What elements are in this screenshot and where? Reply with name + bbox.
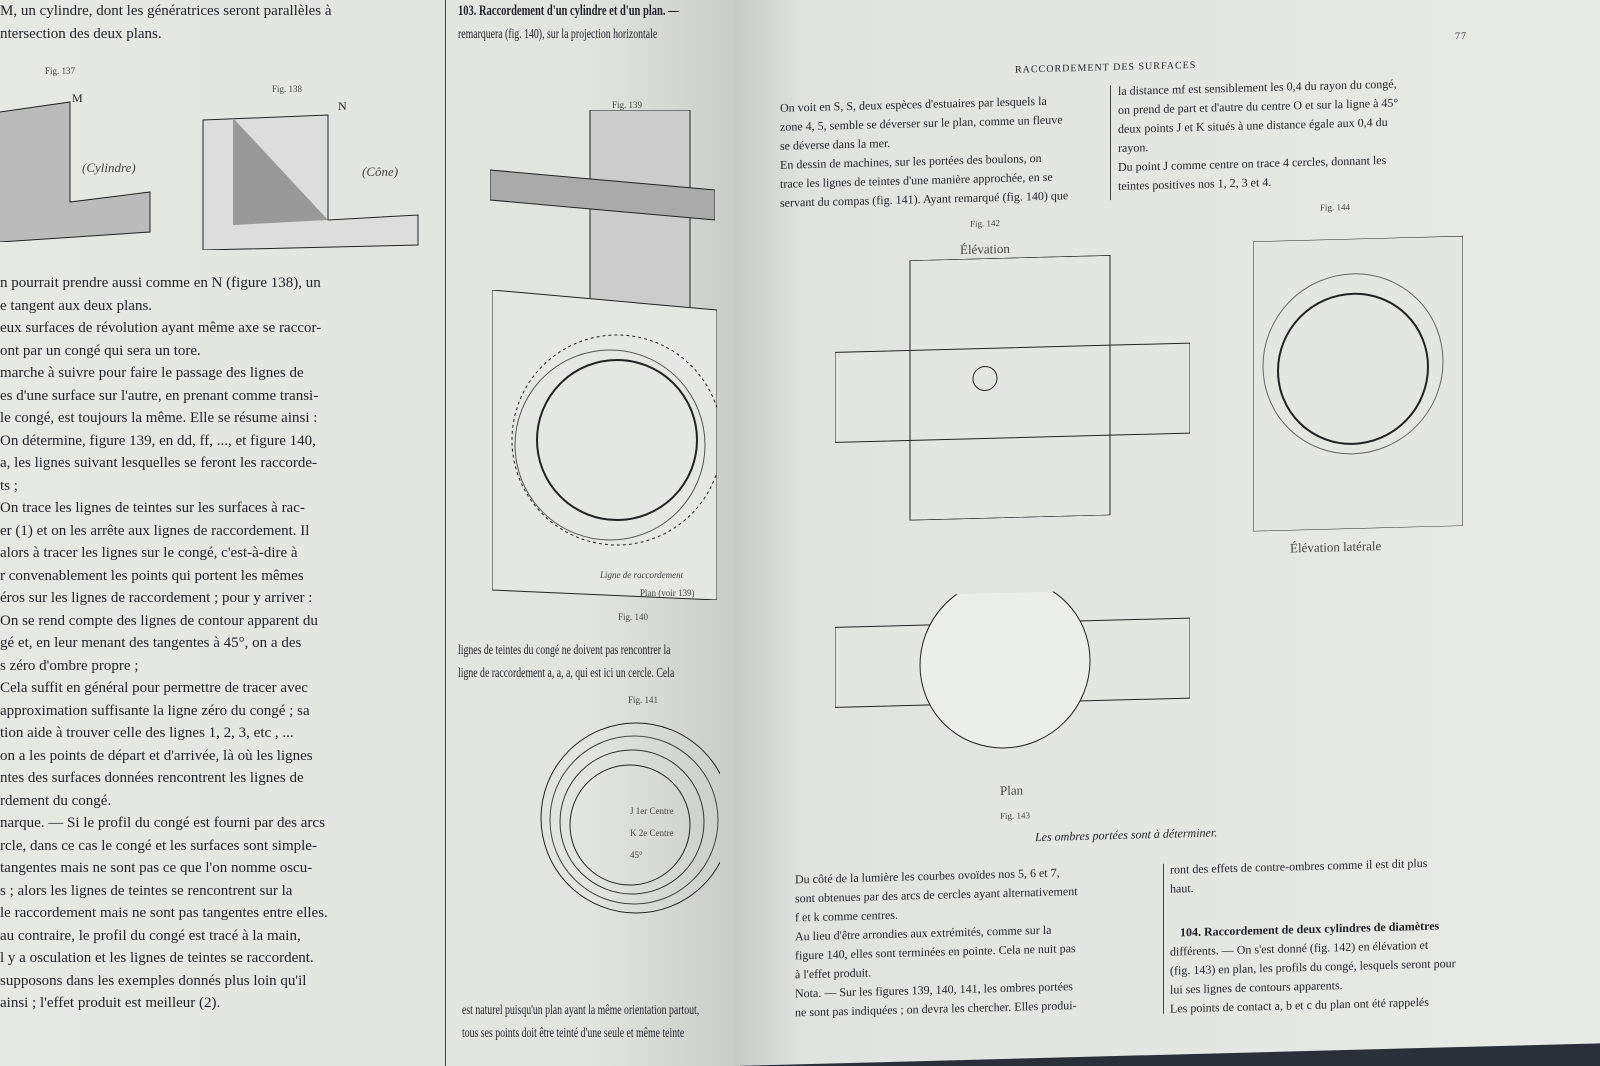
text-line: le congé, est toujours la même. Elle se … bbox=[0, 410, 318, 426]
fig-137-drawing: M bbox=[0, 92, 151, 242]
fig-141-label: Fig. 141 bbox=[628, 695, 659, 705]
text-line: on a les points de départ et d'arrivée, … bbox=[0, 747, 313, 764]
top-right-text: la distance mf est sensiblement les 0,4 … bbox=[1118, 73, 1478, 196]
fig-141-drawing bbox=[540, 722, 720, 914]
fig-140-label: Fig. 140 bbox=[618, 612, 649, 622]
text-line: Cela suffit en général pour permettre de… bbox=[0, 680, 308, 696]
fig-137-label: Fig. 137 bbox=[45, 66, 76, 76]
col2-bottom: est naturel puisqu'un plan ayant la même… bbox=[462, 1000, 699, 1045]
fig-137-text: (Cylindre) bbox=[82, 160, 136, 175]
text-line: alors à tracer les lignes sur le congé, … bbox=[0, 545, 298, 561]
text-line: l y a osculation et les lignes de teinte… bbox=[0, 950, 314, 966]
section-103-heading: 103. Raccordement d'un cylindre et d'un … bbox=[458, 3, 679, 19]
text-line: tion aide à trouver celle des lignes 1, … bbox=[0, 725, 294, 741]
fig-138-text: (Cône) bbox=[362, 164, 399, 179]
text-line: ont par un congé qui sera un tore. bbox=[0, 342, 201, 359]
svg-text:M: M bbox=[72, 92, 83, 105]
fig-138-drawing: N bbox=[202, 100, 419, 250]
fig-144-drawing bbox=[1253, 235, 1463, 532]
text-line: tangentes mais ne sont pas ce que l'on n… bbox=[0, 860, 313, 876]
elevation-laterale-label: Élévation latérale bbox=[1290, 538, 1382, 556]
text-line: eux surfaces de révolution ayant même ax… bbox=[0, 320, 322, 336]
text-line: est naturel puisqu'un plan ayant la même… bbox=[462, 1003, 700, 1018]
text-line: es d'une surface sur l'autre, en prenant… bbox=[0, 387, 319, 404]
text-line: marche à suivre pour faire le passage de… bbox=[0, 365, 304, 381]
text-line: tous ses points doit être teinté d'une s… bbox=[462, 1025, 685, 1041]
left-body-text: n pourrait prendre aussi comme en N (fig… bbox=[0, 272, 440, 1015]
text-line: s zéro d'ombre propre ; bbox=[0, 657, 139, 674]
bottom-right-top: ront des effets de contre-ombres comme i… bbox=[1170, 850, 1580, 899]
fig-141-annotations: J 1er Centre K 2e Centre 45° bbox=[630, 800, 673, 866]
text-line: ts ; bbox=[0, 477, 18, 494]
text-line: er (1) et on les arrête aux lignes de ra… bbox=[0, 522, 310, 539]
fig-139-label: Fig. 139 bbox=[612, 100, 643, 110]
svg-text:N: N bbox=[338, 100, 347, 113]
text-line: ntersection des deux plans. bbox=[0, 25, 162, 42]
text-line: rcle, dans ce cas le congé et les surfac… bbox=[0, 837, 317, 854]
fig-143-drawing bbox=[835, 588, 1190, 749]
text-line: au contraire, le profil du congé est tra… bbox=[0, 927, 301, 944]
text-line: n pourrait prendre aussi comme en N (fig… bbox=[0, 275, 321, 291]
text-line: J 1er Centre bbox=[630, 806, 674, 816]
elevation-label: Élévation bbox=[960, 240, 1010, 258]
text-line: K 2e Centre bbox=[630, 828, 674, 838]
fig-140-plan: Plan (voir 139) bbox=[640, 588, 695, 598]
fig-138-label: Fig. 138 bbox=[272, 84, 303, 94]
text-line: remarquera (fig. 140), sur la projection… bbox=[458, 27, 658, 42]
text-line: approximation suffisante la ligne zéro d… bbox=[0, 702, 310, 719]
text-line: On détermine, figure 139, en dd, ff, ...… bbox=[0, 432, 316, 449]
text-line: 45° bbox=[630, 850, 643, 860]
top-left-text: On voit en S, S, deux espèces d'estuaire… bbox=[780, 90, 1105, 213]
fig-140-caption: Ligne de raccordement bbox=[600, 570, 684, 580]
fig-144-label: Fig. 144 bbox=[1320, 201, 1351, 213]
text-line: lignes de teintes du congé ne doivent pa… bbox=[458, 643, 671, 658]
col2-intro: remarquera (fig. 140), sur la projection… bbox=[458, 24, 657, 47]
text-line: On trace les lignes de teintes sur les s… bbox=[0, 500, 305, 516]
running-head: RACCORDEMENT DES SURFACES bbox=[1015, 59, 1197, 76]
right-page: RACCORDEMENT DES SURFACES 77 On voit en … bbox=[735, 0, 1600, 1066]
fig-142-label: Fig. 142 bbox=[970, 218, 1001, 229]
text-line: le raccordement mais ne sont pas tangent… bbox=[0, 905, 328, 921]
plan-label: Plan bbox=[1000, 782, 1024, 799]
text-line: r convenablement les points qui portent … bbox=[0, 567, 304, 584]
text-line: On se rend compte des lignes de contour … bbox=[0, 612, 318, 629]
text-line: ainsi ; l'effet produit est meilleur (2)… bbox=[0, 995, 221, 1011]
text-line: supposons dans les exemples donnés plus … bbox=[0, 972, 307, 989]
text-line: ligne de raccordement a, a, a, qui est i… bbox=[458, 665, 675, 681]
text-line: gé et, en leur menant des tangentes à 45… bbox=[0, 635, 302, 651]
fig-139-drawing bbox=[490, 110, 715, 310]
fig-140-drawing bbox=[492, 290, 717, 600]
fig-142-drawing bbox=[835, 254, 1190, 521]
figure-caption: Les ombres portées sont à déterminer. bbox=[1035, 825, 1218, 845]
text-line: ntes des surfaces données rencontrent le… bbox=[0, 770, 304, 786]
fig-143-label: Fig. 143 bbox=[1000, 810, 1031, 822]
text-line: s ; alors les lignes de teintes se renco… bbox=[0, 882, 293, 899]
left-page: M, un cylindre, dont les génératrices se… bbox=[0, 0, 740, 1066]
left-top-text: M, un cylindre, dont les génératrices se… bbox=[0, 0, 440, 45]
text-line: narque. — Si le profil du congé est four… bbox=[0, 815, 325, 831]
page-number: 77 bbox=[1455, 30, 1467, 43]
text-line: M, un cylindre, dont les génératrices se… bbox=[0, 3, 332, 19]
text-line: éros sur les lignes de raccordement ; po… bbox=[0, 590, 313, 606]
bottom-left-text: Du côté de la lumière les courbes ovoïde… bbox=[795, 861, 1160, 1023]
text-line: rdement du congé. bbox=[0, 792, 112, 809]
bottom-right-text: différents. — On s'est donné (fig. 142) … bbox=[1170, 932, 1580, 1019]
text-line: a, les lignes suivant lesquelles se fero… bbox=[0, 455, 317, 471]
text-line: e tangent aux deux plans. bbox=[0, 297, 153, 314]
col2-mid: lignes de teintes du congé ne doivent pa… bbox=[458, 640, 674, 685]
